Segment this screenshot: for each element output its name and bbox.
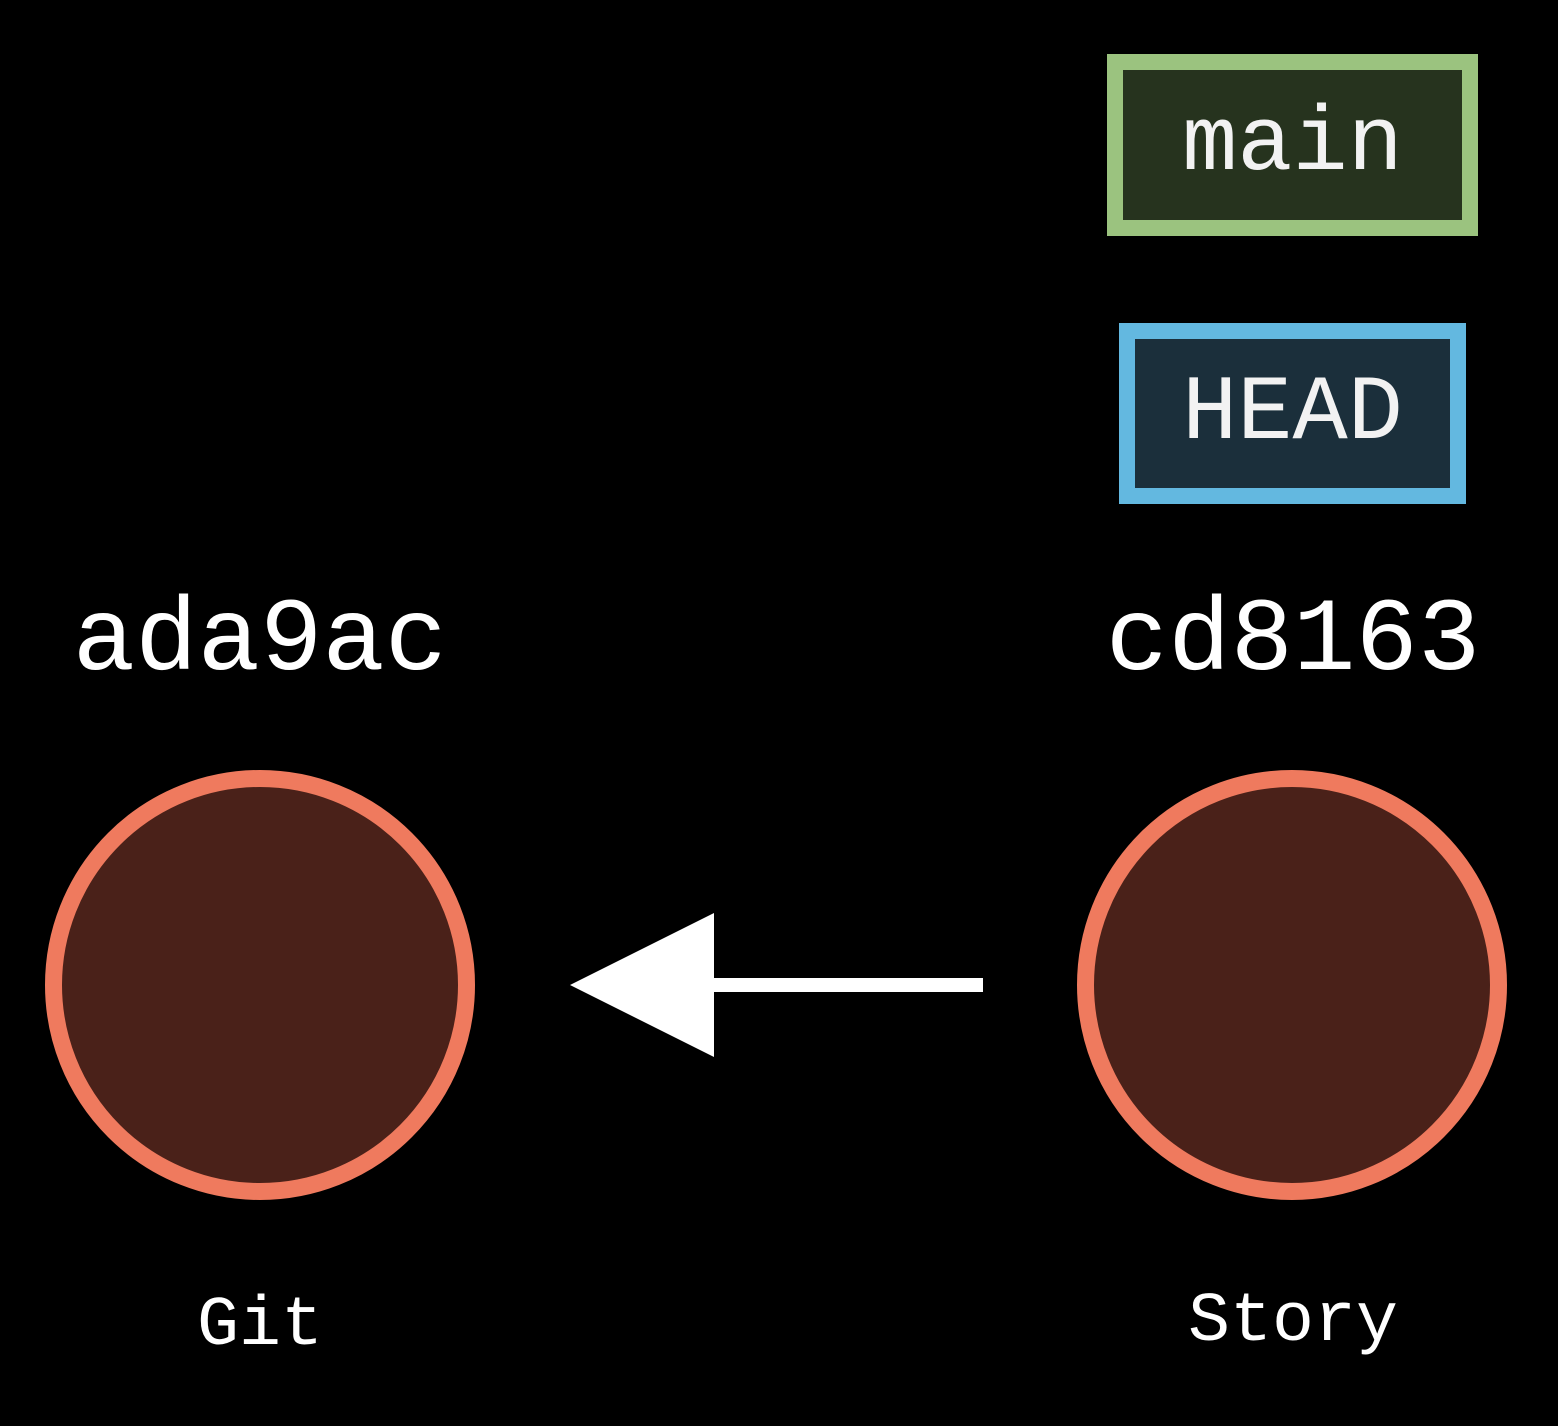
commit-node-right bbox=[1077, 770, 1507, 1200]
arrow-shaft bbox=[710, 978, 983, 992]
arrow-head bbox=[570, 913, 714, 1057]
head-pointer-label: HEAD bbox=[1119, 323, 1466, 504]
commit-message-left: Git bbox=[196, 1287, 324, 1366]
commit-hash-left: ada9ac bbox=[72, 583, 448, 701]
branch-name-text: main bbox=[1182, 92, 1403, 197]
commit-message-right: Story bbox=[1187, 1283, 1399, 1362]
commit-node-left bbox=[45, 770, 475, 1200]
arrow-left-icon bbox=[570, 913, 983, 1057]
commit-hash-right: cd8163 bbox=[1105, 583, 1481, 701]
branch-main-label: main bbox=[1107, 54, 1478, 236]
head-text: HEAD bbox=[1182, 360, 1403, 466]
